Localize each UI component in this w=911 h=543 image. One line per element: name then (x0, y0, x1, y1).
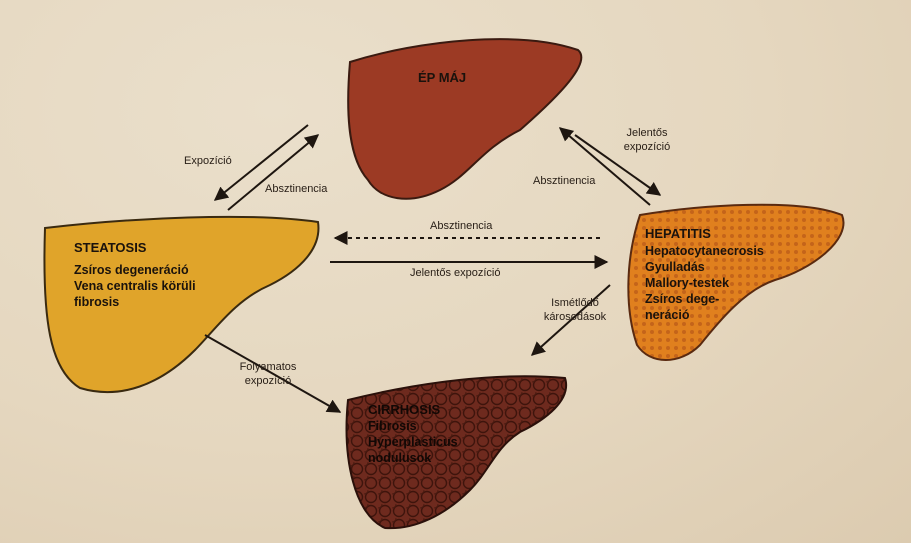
steatosis-item: Zsíros degeneráció (74, 263, 189, 277)
cirrhosis-liver-shape (345, 375, 568, 530)
label-repeated-damage: Ismétlődő károsodások (535, 296, 615, 324)
label-line: Ismétlődő (551, 297, 599, 309)
label-line: Folyamatos (239, 361, 297, 373)
hepatitis-item: Zsíros dege- (645, 292, 720, 306)
label-continuous-exposure: Folyamatos expozíció (228, 360, 308, 388)
healthy-liver-shape (347, 38, 583, 200)
arrow-continuous-exposure (204, 334, 342, 413)
label-significant-exposure-middle: Jelentős expozíció (410, 267, 501, 279)
label-abstinence-left: Absztinencia (265, 183, 328, 195)
steatosis-liver-shape (43, 215, 320, 394)
steatosis-findings: Zsíros degeneráció Vena centralis körüli… (74, 262, 196, 310)
label-abstinence-middle: Absztinencia (430, 220, 493, 232)
hepatitis-item: Mallory-testek (645, 276, 730, 290)
steatosis-item: fibrosis (74, 295, 120, 309)
arrow-abstinence-to-steatosis (213, 124, 309, 201)
hepatitis-item: neráció (645, 308, 690, 322)
healthy-title: ÉP MÁJ (418, 70, 467, 85)
arrow-repeated-damage (530, 284, 611, 356)
label-line: Jelentős (626, 127, 668, 139)
cirrhosis-item: nodulusok (368, 451, 432, 465)
label-exposure-left: Expozíció (184, 155, 232, 167)
steatosis-title: STEATOSIS (74, 240, 147, 255)
label-line: károsodások (543, 311, 607, 323)
label-abstinence-right: Absztinencia (533, 175, 596, 187)
label-significant-exposure-right: Jelentős expozíció (612, 126, 682, 154)
hepatitis-item: Gyulladás (645, 260, 705, 274)
cirrhosis-item: Fibrosis (368, 419, 417, 433)
arrow-exposure-to-hepatitis (574, 134, 662, 196)
cirrhosis-title: CIRRHOSIS (368, 402, 441, 417)
hepatitis-liver-shape (627, 203, 845, 361)
cirrhosis-findings: Fibrosis Hyperplasticus nodulusok (368, 418, 458, 466)
cirrhosis-item: Hyperplasticus (368, 435, 458, 449)
label-line: expozíció (623, 141, 671, 153)
hepatitis-item: Hepatocytanecrosis (645, 244, 764, 258)
arrow-abstinence-to-healthy (558, 127, 651, 206)
hepatitis-title: HEPATITIS (645, 226, 711, 241)
label-line: expozíció (244, 375, 292, 387)
arrow-exposure-to-healthy (227, 134, 320, 211)
hepatitis-findings: Hepatocytanecrosis Gyulladás Mallory-tes… (645, 243, 764, 323)
steatosis-item: Vena centralis körüli (74, 279, 196, 293)
